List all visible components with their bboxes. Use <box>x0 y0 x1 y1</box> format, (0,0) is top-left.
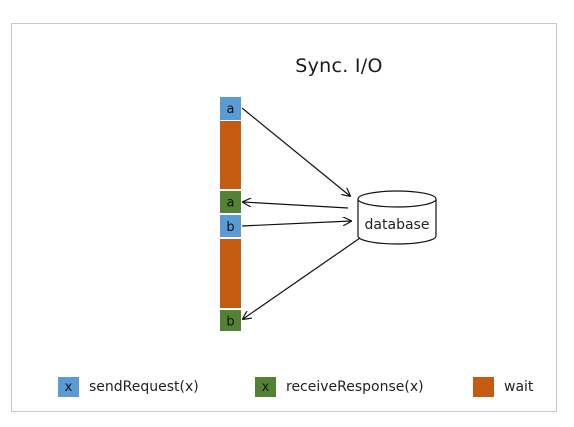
legend-send-swatch: x <box>58 377 79 397</box>
response-b-arrow <box>243 237 361 319</box>
legend-wait-label: wait <box>504 379 534 395</box>
receive-response-b-label: b <box>226 315 234 330</box>
legend-send-label: sendRequest(x) <box>89 379 199 395</box>
legend-send-request: x sendRequest(x) <box>58 376 199 398</box>
send-request-b-block <box>220 215 241 237</box>
send-request-a-label: a <box>227 102 235 117</box>
wait-block-1 <box>220 121 241 189</box>
diagram-frame <box>11 23 557 412</box>
database-label: database <box>365 217 430 233</box>
database-cylinder <box>357 190 437 245</box>
request-b-arrow <box>241 221 351 227</box>
diagram-title: Sync. I/O <box>295 55 383 77</box>
send-request-b-label: b <box>226 220 234 235</box>
legend-receive-label: receiveResponse(x) <box>286 379 424 395</box>
legend-wait: wait <box>473 376 533 398</box>
send-request-a-block <box>220 97 241 120</box>
legend-wait-swatch <box>473 377 494 397</box>
response-a-arrow <box>243 202 349 209</box>
receive-response-a-label: a <box>227 196 235 211</box>
receive-response-b-block <box>220 310 241 331</box>
wait-block-2 <box>220 239 241 308</box>
legend-receive-response: x receiveResponse(x) <box>255 376 424 398</box>
request-a-arrow <box>241 107 350 196</box>
receive-response-a-block <box>220 191 241 213</box>
legend-receive-swatch: x <box>255 377 276 397</box>
